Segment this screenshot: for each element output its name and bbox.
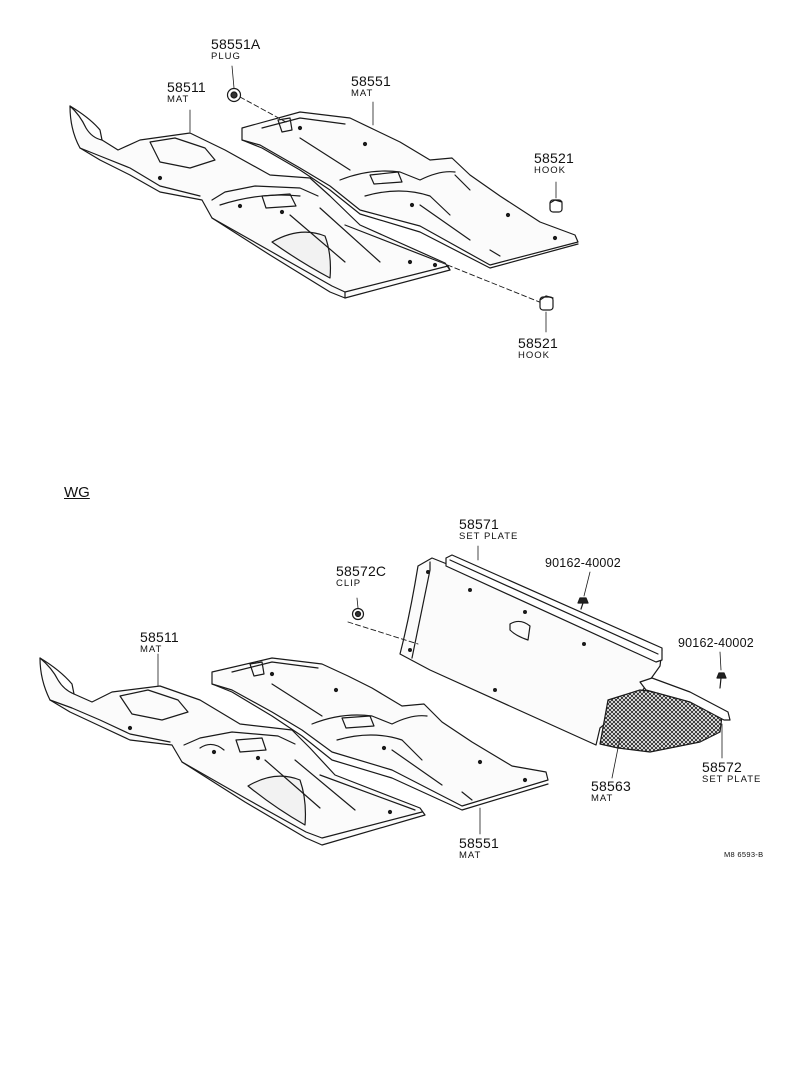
- part-name: SET PLATE: [459, 531, 519, 542]
- mat-58551-wg: [211, 657, 549, 811]
- mat-58511-wg: [39, 657, 426, 846]
- clip-58572c-part: [351, 607, 365, 621]
- label-58521-upper: 58521 HOOK: [534, 151, 574, 176]
- part-name: MAT: [140, 644, 163, 655]
- part-number: 58563: [591, 778, 631, 794]
- label-58571: 58571 SET PLATE: [459, 517, 518, 542]
- part-number: 90162-40002: [545, 556, 621, 570]
- screw-90162-right-part: [716, 672, 727, 689]
- label-58551a: 58551A PLUG: [211, 37, 260, 62]
- label-58572c: 58572C CLIP: [336, 564, 386, 589]
- part-name: MAT: [459, 850, 482, 861]
- label-90162-upper: 90162-40002: [545, 557, 621, 570]
- part-number: 58572: [702, 759, 742, 775]
- set-plate-58572-part: [639, 677, 731, 721]
- label-58521-lower: 58521 HOOK: [518, 336, 558, 361]
- set-plate-58571-part: [445, 554, 663, 663]
- hook-58521-lower-part: [539, 295, 554, 311]
- cargo-panel: [399, 557, 663, 746]
- part-name: MAT: [351, 88, 374, 99]
- label-58511-top: 58511 MAT: [167, 80, 206, 105]
- part-number: 58551A: [211, 36, 261, 52]
- part-number: 58551: [351, 73, 391, 89]
- part-number: 58521: [534, 150, 574, 166]
- label-58551-wg: 58551 MAT: [459, 836, 499, 861]
- label-58563: 58563 MAT: [591, 779, 631, 804]
- part-name: MAT: [167, 94, 190, 105]
- section-label-wg: WG: [64, 484, 90, 501]
- part-number: 58511: [140, 629, 179, 645]
- part-name: HOOK: [534, 165, 566, 176]
- part-name: MAT: [591, 793, 614, 804]
- part-number: 58521: [518, 335, 558, 351]
- label-58511-wg: 58511 MAT: [140, 630, 179, 655]
- label-90162-right: 90162-40002: [678, 637, 754, 650]
- part-number: 58572C: [336, 563, 387, 579]
- part-name: SET PLATE: [702, 774, 762, 785]
- part-name: CLIP: [336, 578, 362, 589]
- label-58572: 58572 SET PLATE: [702, 760, 761, 785]
- mat-58551-top: [241, 111, 579, 269]
- part-number: 58571: [459, 516, 499, 532]
- leader-lines-top: [239, 96, 543, 304]
- part-number: 58511: [167, 79, 206, 95]
- figure-code: M8 6593-B: [724, 850, 764, 859]
- leader-line-clip: [347, 621, 419, 645]
- part-number: 58551: [459, 835, 499, 851]
- part-number: 90162-40002: [678, 636, 754, 650]
- part-name: HOOK: [518, 350, 550, 361]
- screw-90162-upper-part: [577, 597, 589, 610]
- label-58551-top: 58551 MAT: [351, 74, 391, 99]
- part-name: PLUG: [211, 51, 241, 62]
- mat-58511-top: [69, 105, 451, 299]
- hook-58521-upper-part: [549, 199, 563, 213]
- plug-58551a-part: [226, 87, 242, 103]
